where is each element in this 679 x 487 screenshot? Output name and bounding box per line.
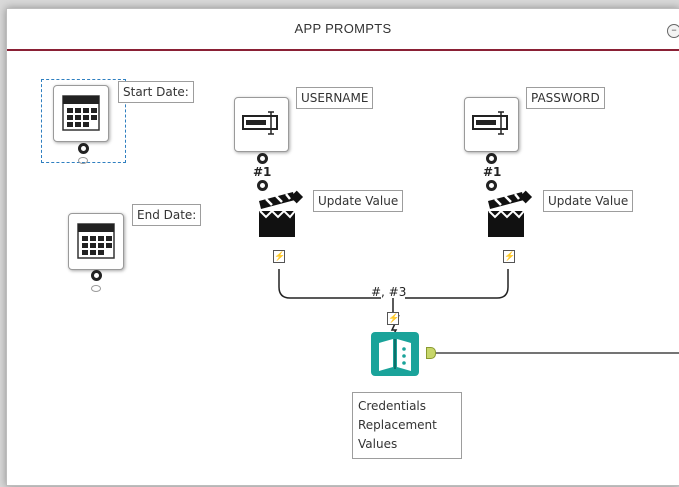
end-date-tool[interactable]	[68, 213, 124, 270]
merge-connection-label: #, #3	[371, 285, 407, 299]
username-textbox-tool[interactable]	[234, 97, 289, 152]
lightning-anchor-icon[interactable]: ⚡	[503, 250, 516, 263]
question-anchor-icon[interactable]	[257, 180, 268, 191]
question-anchor-icon[interactable]	[91, 270, 102, 281]
macro-tool[interactable]	[369, 331, 421, 377]
username-connection-label: #1	[253, 165, 272, 179]
clapperboard-icon	[259, 190, 304, 237]
question-anchor-icon[interactable]	[486, 180, 497, 191]
output-anchor-icon[interactable]	[426, 347, 436, 359]
macro-label: Credentials Replacement Values	[352, 392, 462, 459]
macro-label-line-3: Values	[358, 437, 398, 451]
start-date-label: Start Date:	[118, 81, 194, 103]
collapse-icon[interactable]: −	[667, 24, 679, 38]
macro-label-line-2: Replacement	[358, 418, 437, 432]
anchor-outline-icon	[78, 157, 88, 164]
text-box-icon	[472, 111, 508, 135]
app-prompts-container: APP PROMPTS − Start Date: End	[6, 8, 679, 486]
container-title: APP PROMPTS	[294, 21, 392, 36]
password-label: PASSWORD	[526, 87, 605, 109]
password-connection-label: #1	[483, 165, 502, 179]
end-date-label: End Date:	[132, 204, 202, 226]
question-anchor-icon[interactable]	[257, 153, 268, 164]
action-tool-right[interactable]	[483, 189, 533, 241]
question-anchor-icon[interactable]	[486, 153, 497, 164]
calendar-icon	[62, 95, 100, 131]
update-value-right-label: Update Value	[543, 190, 634, 212]
text-box-icon	[242, 111, 278, 135]
macro-label-line-1: Credentials	[358, 399, 427, 413]
wire-left	[278, 269, 381, 299]
username-label: USERNAME	[296, 87, 374, 109]
wire-right	[405, 269, 509, 299]
question-anchor-icon[interactable]	[78, 143, 89, 154]
clapperboard-icon	[488, 190, 533, 237]
anchor-outline-icon	[91, 285, 101, 292]
action-tool-left[interactable]	[254, 189, 304, 241]
update-value-left-label: Update Value	[313, 190, 404, 212]
calendar-icon	[77, 223, 115, 259]
lightning-anchor-icon[interactable]: ⚡	[387, 312, 400, 325]
book-icon	[371, 332, 419, 376]
container-titlebar[interactable]: APP PROMPTS −	[7, 9, 679, 51]
start-date-tool[interactable]	[53, 85, 109, 142]
password-textbox-tool[interactable]	[464, 97, 519, 152]
lightning-anchor-icon[interactable]: ⚡	[273, 250, 286, 263]
